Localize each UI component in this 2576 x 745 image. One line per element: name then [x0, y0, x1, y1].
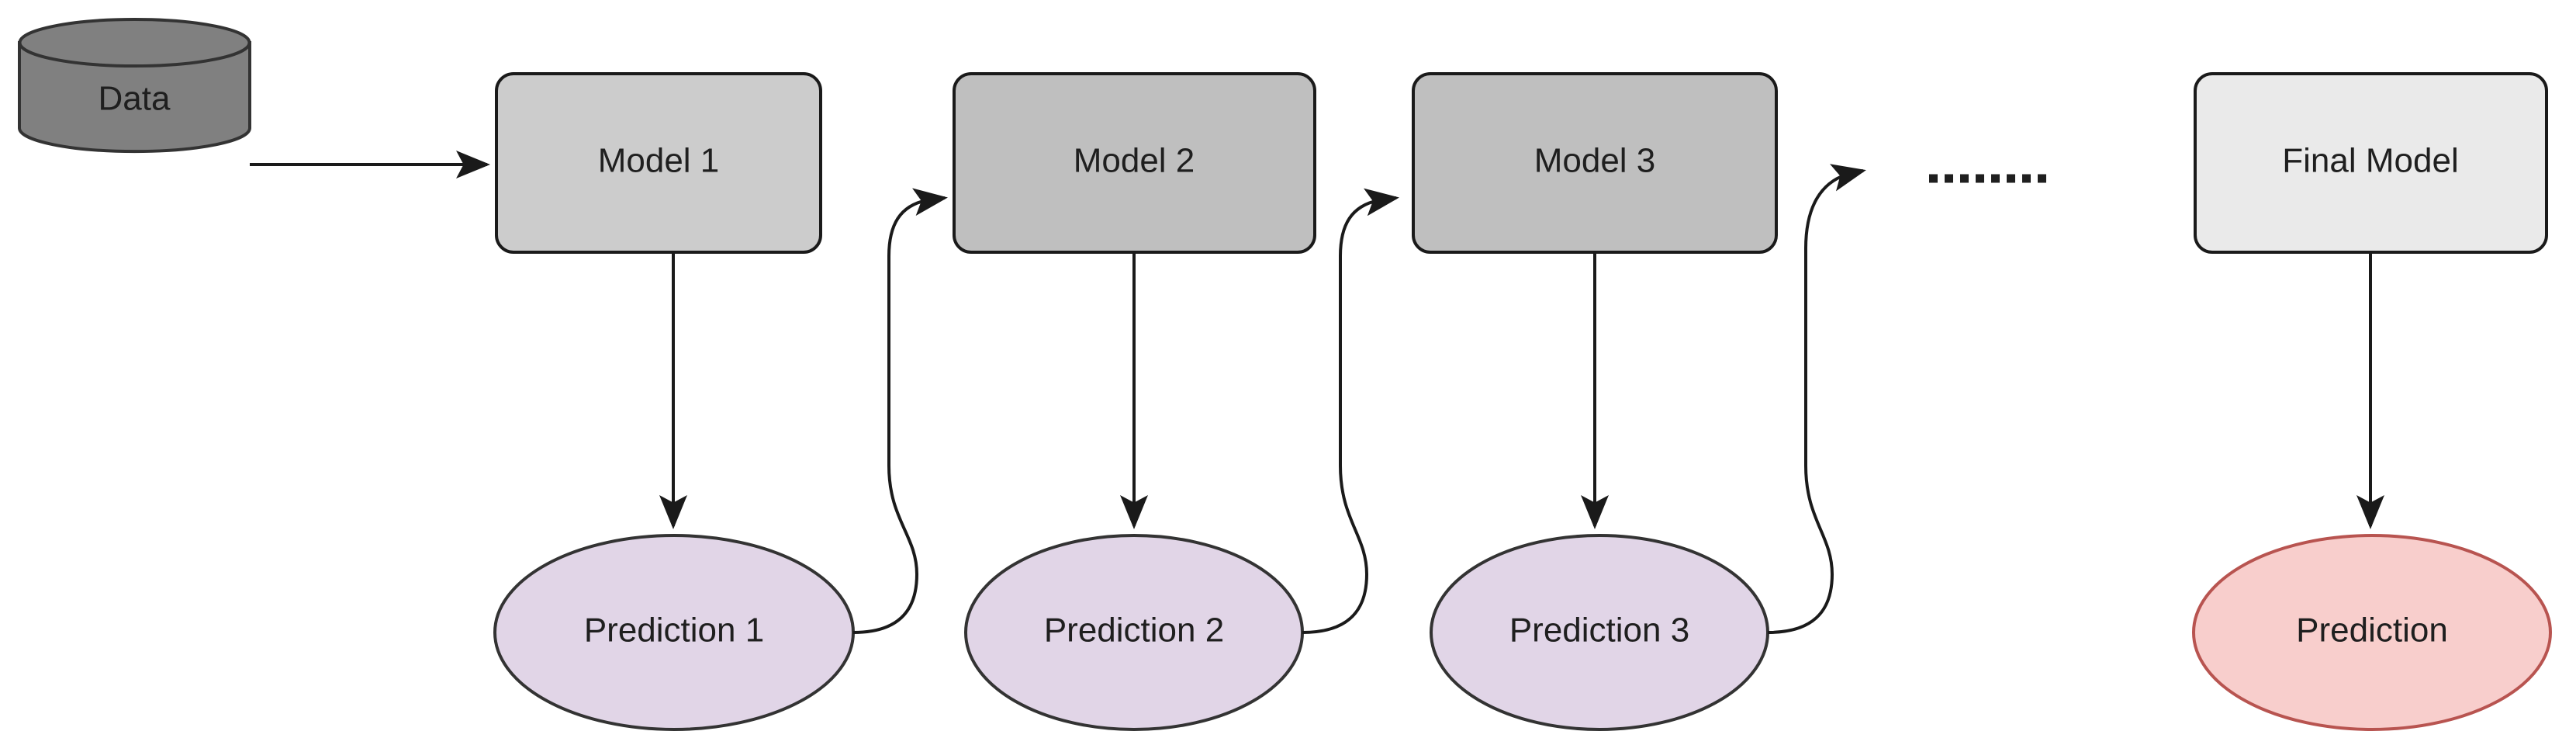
- edge-prediction2-to-model3: [1302, 188, 1399, 634]
- node-final-prediction[interactable]: Prediction: [2192, 534, 2552, 731]
- node-prediction-3[interactable]: Prediction 3: [1430, 534, 1769, 731]
- data-cylinder-top: [18, 18, 251, 68]
- edge-line: [1767, 164, 1866, 634]
- prediction-1-label: Prediction 1: [584, 612, 764, 650]
- data-cylinder-shape: [18, 41, 251, 154]
- node-final-model[interactable]: Final Model: [2194, 72, 2548, 254]
- data-label: Data: [99, 80, 171, 118]
- ellipsis-dot: [1991, 174, 2000, 183]
- node-model-3[interactable]: Model 3: [1412, 72, 1778, 254]
- prediction-3-label: Prediction 3: [1509, 612, 1689, 650]
- final-prediction-shape: [2192, 534, 2552, 731]
- ellipsis-dot: [2022, 174, 2031, 183]
- edge-prediction1-to-model2: [852, 188, 948, 634]
- model-1-shape: [495, 72, 822, 254]
- node-model-2[interactable]: Model 2: [953, 72, 1316, 254]
- model-1-label: Model 1: [598, 142, 720, 180]
- final-prediction-label: Prediction: [2296, 612, 2448, 650]
- final-model-label: Final Model: [2282, 142, 2458, 180]
- node-prediction-1[interactable]: Prediction 1: [493, 534, 855, 731]
- node-model-1[interactable]: Model 1: [495, 72, 822, 254]
- ellipsis-dot: [1945, 174, 1953, 183]
- ellipsis-dot: [2038, 174, 2046, 183]
- model-2-label: Model 2: [1074, 142, 1195, 180]
- model-3-label: Model 3: [1534, 142, 1656, 180]
- ellipsis-dot: [1929, 174, 1938, 183]
- edge-line: [852, 188, 948, 634]
- ellipsis-dot: [1960, 174, 1969, 183]
- node-data[interactable]: Data: [18, 18, 251, 154]
- node-prediction-2[interactable]: Prediction 2: [964, 534, 1304, 731]
- edge-prediction3-to-ellipsis: [1767, 164, 1866, 634]
- prediction-2-label: Prediction 2: [1044, 612, 1224, 650]
- edge-line: [1302, 188, 1399, 634]
- ellipsis-dots: [1929, 174, 2046, 183]
- ellipsis-dot: [2007, 174, 2015, 183]
- ellipsis-dot: [1976, 174, 1984, 183]
